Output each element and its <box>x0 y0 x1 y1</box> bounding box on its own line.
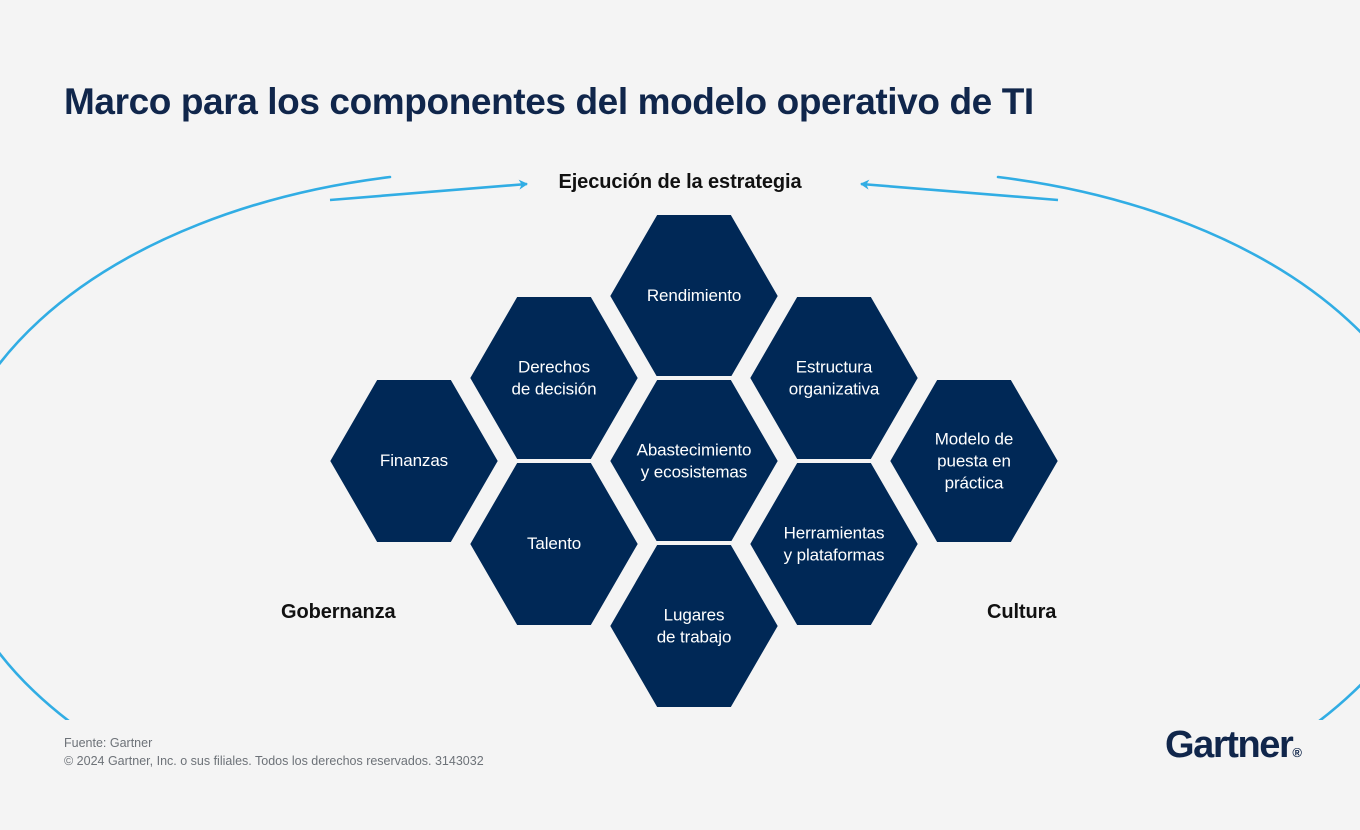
hexagon-lugares[interactable] <box>606 541 782 711</box>
hexagon-talento[interactable] <box>466 459 642 629</box>
label-governance: Gobernanza <box>281 601 396 623</box>
footer-copyright: © 2024 Gartner, Inc. o sus filiales. Tod… <box>64 753 484 768</box>
hexagon-cluster <box>326 211 1062 711</box>
hexagon-herramientas[interactable] <box>746 459 922 629</box>
strategy-arc-right <box>996 175 1360 720</box>
hexagon-derechos[interactable] <box>466 293 642 463</box>
hexagon-abastecimiento[interactable] <box>606 376 782 546</box>
footer-source: Fuente: Gartner <box>64 736 153 750</box>
hexagon-rendimiento[interactable] <box>606 211 782 381</box>
registered-trademark-icon: ® <box>1292 745 1302 760</box>
diagram-svg <box>0 175 1360 720</box>
label-strategy-execution: Ejecución de la estrategia <box>558 171 802 193</box>
gartner-logo: Gartner® <box>1165 726 1302 764</box>
hexagon-finanzas[interactable] <box>326 376 502 546</box>
hexagon-estructura[interactable] <box>746 293 922 463</box>
page-title: Marco para los componentes del modelo op… <box>64 80 1034 122</box>
label-culture: Cultura <box>987 601 1057 623</box>
gartner-logo-wordmark: Gartner <box>1164 724 1294 766</box>
footer-attribution: Fuente: Gartner © 2024 Gartner, Inc. o s… <box>64 735 484 771</box>
arrow-head-right <box>860 179 1059 202</box>
arrow-head-left <box>329 179 528 202</box>
strategy-arc-left <box>0 175 392 720</box>
hexagon-modelo[interactable] <box>886 376 1062 546</box>
